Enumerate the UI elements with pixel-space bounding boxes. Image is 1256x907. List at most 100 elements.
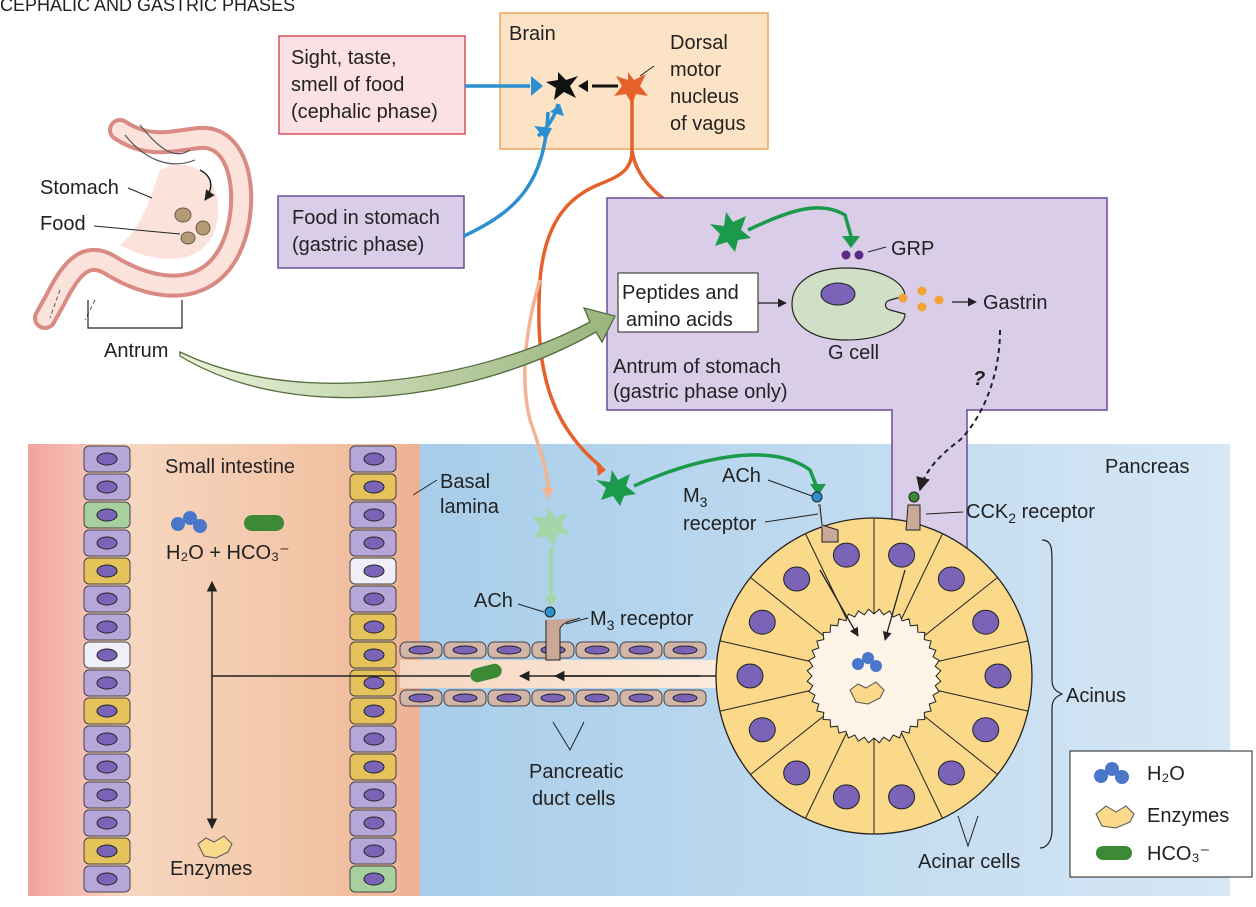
intestine-right-cell-column [349,445,397,893]
stomach-leader [127,187,153,199]
intestinal-epithelial-cell [83,445,131,473]
intestinal-epithelial-cell [83,669,131,697]
acinar-cell [934,689,1029,743]
g-cell-label: G cell [828,342,879,364]
brain-neuron-black [546,72,578,100]
cephalic-box: Sight, taste, smell of food (cephalic ph… [278,35,466,135]
legend-bicarbonate-icon [1096,846,1132,860]
acinus-label: Acinus [1066,685,1126,707]
acinar-cell [922,714,998,786]
intestinal-epithelial-cell [349,753,397,781]
intestinal-epithelial-cell [83,809,131,837]
receptor-label: receptor [683,513,757,535]
grp-dot [841,250,851,260]
acinar-cell [783,731,848,819]
gastric-box: Food in stomach (gastric phase) [277,195,465,269]
peptides-line-1: Peptides and [622,282,739,304]
duct-cell [443,689,487,707]
intestinal-epithelial-cell [83,529,131,557]
antrum-to-gastric-arrow [179,307,616,399]
g-cell-nucleus [820,282,856,306]
intestinal-epithelial-cell [349,613,397,641]
legend: H₂O Enzymes HCO₃⁻ [1069,750,1253,878]
dmnv-line-2: motor [670,59,721,81]
basal-lamina-line-2: lamina [440,496,500,518]
acinar-vagal-neuron [596,453,839,543]
acinar-lumen [806,608,942,744]
gastrin-label: Gastrin [983,292,1047,314]
acinar-cell [750,566,826,638]
intestinal-epithelial-cell [349,837,397,865]
duct-cell [663,641,707,659]
enzyme-icon-acinus [849,681,885,705]
duct-cells-line-2: duct cells [532,788,615,810]
brain-label: Brain [509,23,556,45]
pancreas-label: Pancreas [1105,456,1190,478]
figure-title: CEPHALIC AND GASTRIC PHASES [0,0,295,15]
water-icon-acinus [852,652,882,672]
intestinal-epithelial-cell [349,725,397,753]
intestinal-epithelial-cell [349,781,397,809]
dmnv-line-4: of vagus [670,113,746,135]
duct-cell [487,641,531,659]
bicarbonate-in-duct [470,663,502,683]
grp-neuron [710,212,751,252]
antrum-box-line-2: (gastric phase only) [613,381,788,403]
acinar-cell [900,533,965,621]
cephalic-line-3: (cephalic phase) [291,101,438,123]
intestinal-epithelial-cell [349,585,397,613]
duct-cell [663,689,707,707]
intestinal-epithelial-cell [83,641,131,669]
acinar-cell [832,738,875,834]
dmnv-neuron [614,72,648,104]
acinar-cell [922,577,1000,638]
legend-water-icon [1094,762,1129,784]
intestinal-epithelial-cell [83,501,131,529]
acinar-cell [719,609,814,663]
ach-label-duct: ACh [474,590,513,612]
intestinal-epithelial-cell [83,585,131,613]
intestinal-epithelial-cell [83,865,131,893]
duct-cell [619,689,663,707]
duct-m3-neuron [532,508,581,661]
intestinal-epithelial-cell [83,837,131,865]
antrum-box-line-1: Antrum of stomach [613,356,781,378]
cck2-receptor [905,491,921,531]
intestinal-epithelial-cell [349,557,397,585]
acinar-cell [934,640,1029,689]
m3-receptor-duct-label: M3 receptor [590,608,694,633]
legend-enzyme-icon [1095,805,1135,829]
antrum-label: Antrum [104,340,168,362]
enzymes-bottom-label: Enzymes [170,858,252,880]
duct-cell [619,641,663,659]
duct-cell [487,689,531,707]
gastric-line-2: (gastric phase) [292,234,424,256]
acinar-cell [719,663,814,712]
intestinal-epithelial-cell [83,697,131,725]
food-label: Food [40,213,86,235]
intestinal-epithelial-cell [349,641,397,669]
duct-cell [575,689,619,707]
m3-label: M3 [683,485,708,510]
acinar-cells [719,518,1029,834]
dmnv-line-3: nucleus [670,86,739,108]
duct-cell [443,641,487,659]
acinar-cell [873,518,916,614]
duct-cell [399,641,443,659]
peptides-line-2: amino acids [626,309,733,331]
g-cell [791,267,906,341]
intestinal-epithelial-cell [83,753,131,781]
water-icon-intestine [171,511,207,533]
gastric-line-1: Food in stomach [292,207,440,229]
cephalic-line-1: Sight, taste, [291,47,397,69]
intestinal-epithelial-cell [349,865,397,893]
cck2-receptor-label: CCK2 receptor [966,501,1095,526]
legend-water-label: H₂O [1147,763,1185,785]
duct-cell [531,689,575,707]
enzyme-icon-intestine [197,835,233,859]
ach-label-acinus: ACh [722,465,761,487]
pancreatic-duct-cells [399,641,707,707]
legend-bicarbonate-label: HCO₃⁻ [1147,843,1210,865]
